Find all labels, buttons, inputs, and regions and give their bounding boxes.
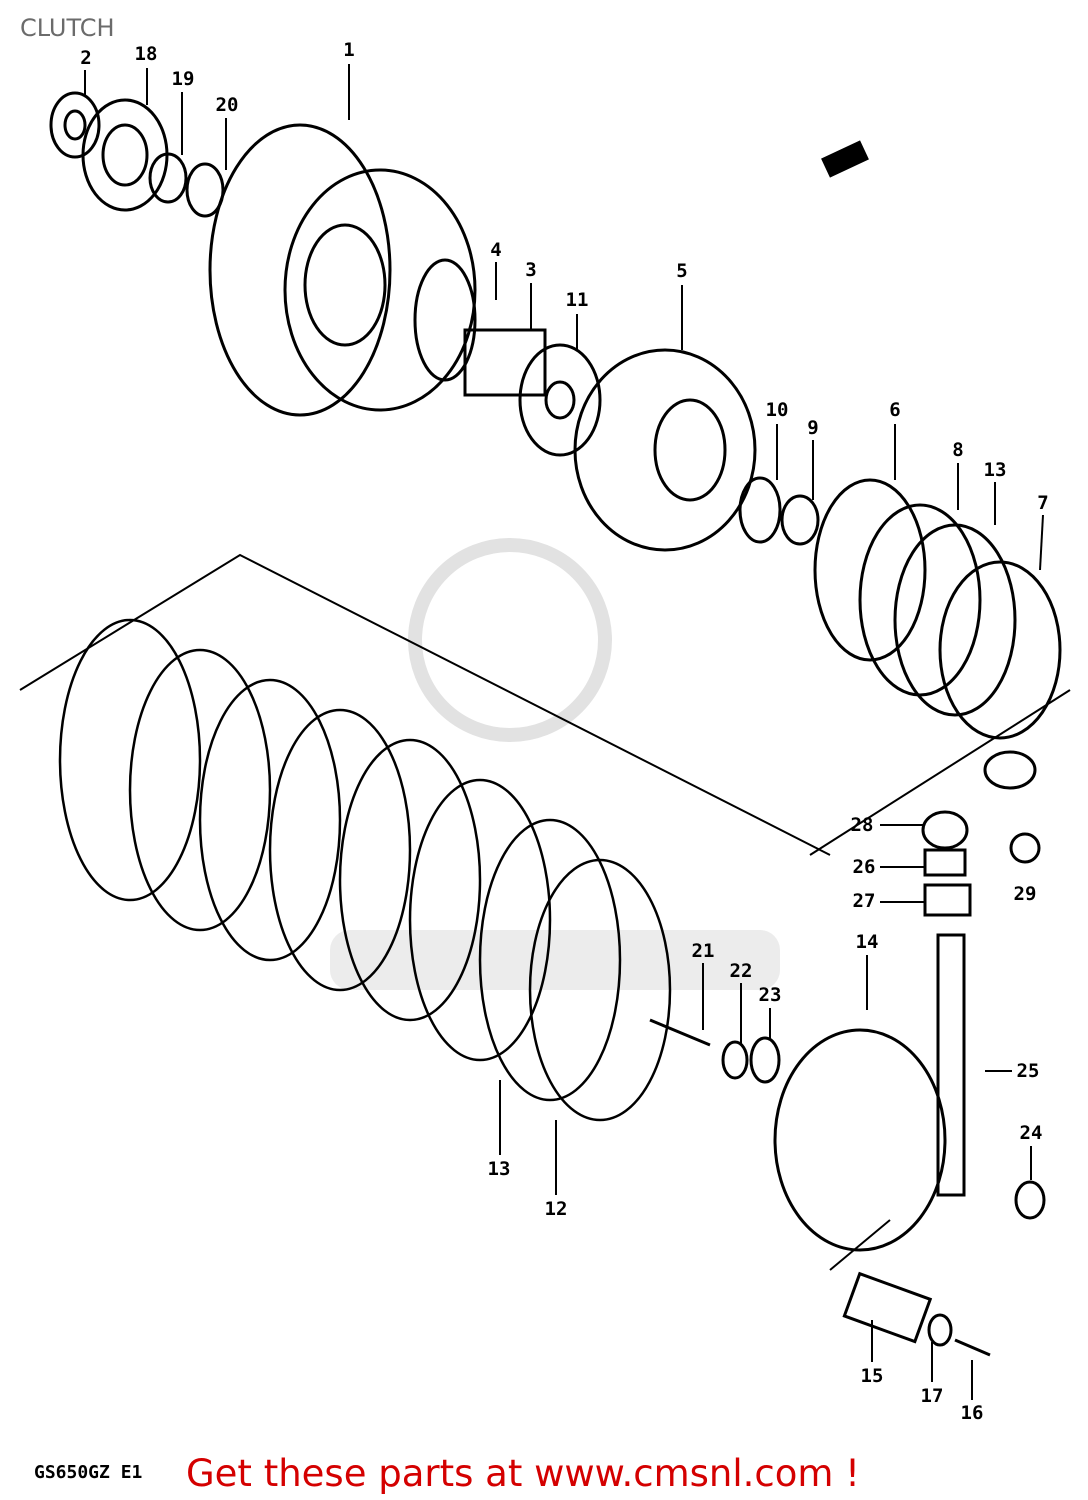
nut-9 xyxy=(780,494,820,546)
diagram-title: CLUTCH xyxy=(20,14,115,42)
part-label-26: 26 xyxy=(852,856,876,878)
washer-23 xyxy=(749,1036,781,1084)
diamond-arrow-icon xyxy=(821,140,869,178)
thrust-washer-2 xyxy=(49,91,101,159)
bolt-16 xyxy=(954,1338,991,1357)
bearing-20 xyxy=(185,162,225,218)
washer-10 xyxy=(738,476,782,544)
part-label-7: 7 xyxy=(1037,492,1049,514)
plate-7 xyxy=(938,560,1062,740)
part-label-25: 25 xyxy=(1016,1060,1040,1082)
bushing-3 xyxy=(463,328,547,397)
bushing-19 xyxy=(148,152,188,204)
part-label-21: 21 xyxy=(691,940,715,962)
seal-26 xyxy=(923,848,967,877)
pressure-plate-14 xyxy=(773,1028,947,1252)
release-arm-28 xyxy=(921,750,1037,850)
part-label-28: 28 xyxy=(850,814,874,836)
part-label-24: 24 xyxy=(1019,1122,1043,1144)
washer-17 xyxy=(927,1313,953,1347)
bolt-29 xyxy=(1009,832,1041,864)
plate-13-top xyxy=(893,523,1017,717)
washer-11 xyxy=(518,343,602,457)
plate-group-bracket xyxy=(19,553,831,856)
washer-22 xyxy=(721,1040,749,1080)
clutch-plates-stack xyxy=(58,618,672,1122)
part-label-3: 3 xyxy=(525,259,537,281)
part-label-1: 1 xyxy=(343,39,355,61)
ball-24 xyxy=(1014,1180,1046,1220)
release-rod-25 xyxy=(936,933,966,1197)
part-label-2: 2 xyxy=(80,47,92,69)
model-code: GS650GZ E1 xyxy=(34,1462,143,1483)
part-label-5: 5 xyxy=(676,260,688,282)
part-label-29: 29 xyxy=(1013,883,1037,905)
part-label-23: 23 xyxy=(758,984,782,1006)
part-label-22: 22 xyxy=(729,960,753,982)
plate-group-bracket-2 xyxy=(809,689,1071,856)
spring-bracket xyxy=(829,1219,891,1271)
spacer-4 xyxy=(413,258,477,382)
part-label-17: 17 xyxy=(920,1385,944,1407)
part-label-18: 18 xyxy=(134,43,158,65)
bolt-21 xyxy=(649,1018,711,1047)
part-label-27: 27 xyxy=(852,890,876,912)
part-label-6: 6 xyxy=(889,399,901,421)
part-label-13-bottom: 13 xyxy=(487,1158,511,1180)
part-label-4: 4 xyxy=(490,239,502,261)
part-label-11: 11 xyxy=(565,289,589,311)
part-label-8: 8 xyxy=(952,439,964,461)
spring-15 xyxy=(842,1271,933,1344)
part-label-16: 16 xyxy=(960,1402,984,1424)
part-label-10: 10 xyxy=(765,399,789,421)
clutch-housing-1 xyxy=(208,123,477,417)
clutch-sleeve-hub-5 xyxy=(573,348,757,552)
leader-lines xyxy=(84,64,1044,1400)
part-label-13-top: 13 xyxy=(983,459,1007,481)
bearing-27 xyxy=(923,883,972,917)
promo-link[interactable]: Get these parts at www.cmsnl.com ! xyxy=(186,1452,861,1495)
part-label-14: 14 xyxy=(855,931,879,953)
part-label-12: 12 xyxy=(544,1198,568,1220)
part-label-20: 20 xyxy=(215,94,239,116)
part-label-9: 9 xyxy=(807,417,819,439)
ring-6 xyxy=(813,478,927,662)
part-label-19: 19 xyxy=(171,68,195,90)
watermark-logo xyxy=(330,538,780,990)
part-label-15: 15 xyxy=(860,1365,884,1387)
